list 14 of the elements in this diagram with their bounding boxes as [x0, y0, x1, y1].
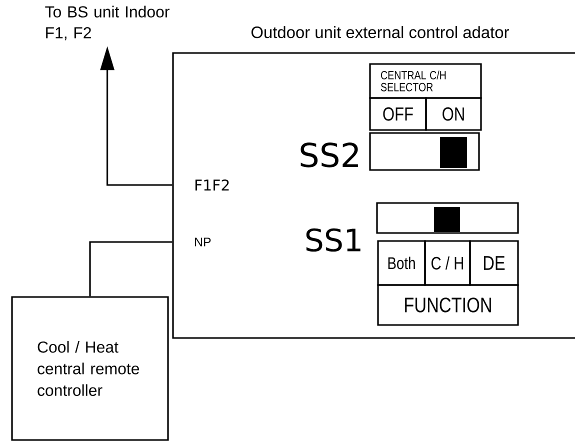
switch-label: SS2 [300, 142, 358, 168]
switch-label: SS1 [306, 228, 360, 252]
table-cell: CENTRAL C/H SELECTOR [369, 63, 482, 99]
table-cell: DE [469, 240, 519, 286]
destination-text: To BS unit Indoor F1, F2 [45, 6, 170, 40]
controller-box: Cool / Heat central remote controller [11, 296, 169, 441]
table-cell: Both [377, 240, 426, 286]
table-cell: C / H [424, 240, 471, 286]
table-cell: FUNCTION [377, 284, 519, 326]
wire [89, 241, 172, 296]
terminal-label: NP [195, 238, 211, 246]
table-cell: OFF [369, 97, 427, 131]
terminal-label: F1F2 [195, 179, 229, 191]
table-cell: ON [425, 97, 482, 131]
